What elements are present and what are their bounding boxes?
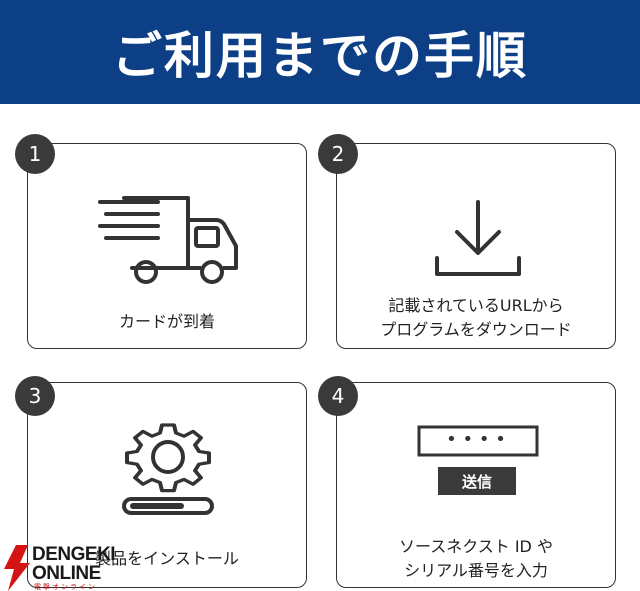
download-icon — [433, 198, 523, 284]
step-badge-4: 4 — [318, 376, 358, 416]
step-badge-3: 3 — [15, 376, 55, 416]
password-mask: • • • • — [446, 429, 506, 450]
step-card-2: 記載されているURLから プログラムをダウンロード — [336, 143, 616, 349]
dengeki-online-watermark: DENGEKI ONLINE 電撃オンライン — [2, 545, 126, 591]
watermark-subtext: 電撃オンライン — [34, 583, 97, 591]
step-label-line1: ソースネクスト ID や — [399, 537, 553, 556]
delivery-truck-icon — [96, 194, 244, 290]
send-button[interactable]: 送信 — [438, 467, 516, 495]
step-badge-2: 2 — [318, 134, 358, 174]
step-card-1: カードが到着 — [27, 143, 307, 349]
step-label-line1: 記載されているURLから — [388, 296, 564, 315]
lightning-bolt-icon — [4, 545, 30, 591]
password-field-icon — [417, 425, 539, 461]
step-badge-1: 1 — [15, 134, 55, 174]
step-label-line2: プログラムをダウンロード — [380, 320, 572, 339]
step-label: 製品をインストール — [95, 549, 239, 568]
step-card-3: 製品をインストール — [27, 382, 307, 588]
step-label-line2: シリアル番号を入力 — [404, 561, 548, 580]
gear-install-icon — [118, 419, 218, 523]
page-title: ご利用までの手順 — [112, 27, 528, 85]
watermark-text: DENGEKI — [32, 544, 116, 565]
header-banner: ご利用までの手順 — [0, 0, 640, 104]
watermark-text: ONLINE — [32, 563, 101, 584]
step-label: カードが到着 — [118, 312, 215, 331]
